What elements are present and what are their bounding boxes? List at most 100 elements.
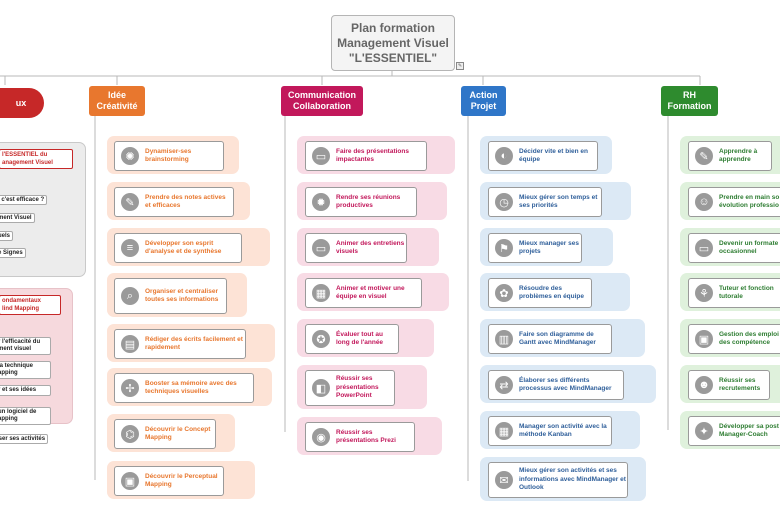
topic-card[interactable]: ✢Booster sa mémoire avec des techniques … xyxy=(114,373,254,403)
topic-card[interactable]: ◷ Mieux gérer son temps et ses priorités xyxy=(488,187,602,217)
branch-communication-line2: Collaboration xyxy=(293,101,351,111)
branch-header-left[interactable]: ux xyxy=(0,88,44,118)
left-rose-group: ondamentaux lind Mapping r l'efficacité … xyxy=(0,288,73,425)
topic-card[interactable]: ▦ Animer et motiver une équipe en visuel xyxy=(305,278,422,308)
topic-label: Rédiger des écrits facilement et rapidem… xyxy=(145,335,243,352)
topic-label: Mieux gérer son temps et ses priorités xyxy=(519,193,598,210)
branch-header-communication[interactable]: Communication Collaboration xyxy=(281,86,363,116)
topic-card[interactable]: ✿Résoudre des problèmes en équipe xyxy=(488,278,592,308)
topic-card[interactable]: ▣Découvrir le Perceptual Mapping xyxy=(114,466,224,496)
concept-map-icon: ⌬ xyxy=(121,425,139,443)
topic-card[interactable]: ⌬ Découvrir le Concept Mapping xyxy=(114,419,216,449)
branch-header-rh[interactable]: RH Formation xyxy=(661,86,718,116)
topic-label: Prendre des notes actives et efficaces xyxy=(145,193,226,210)
topic-card[interactable]: ◐ Décider vite et bien en équipe xyxy=(488,141,598,171)
topic-card[interactable]: ⚑ Mieux manager ses projets xyxy=(488,233,582,263)
note-icon[interactable]: ✎ xyxy=(456,62,464,70)
topic-card[interactable]: ✎Prendre des notes actives et efficaces xyxy=(114,187,234,217)
topic-card[interactable]: ⌕Organiser et centraliser toutes ses inf… xyxy=(114,278,227,314)
clock-icon: ◷ xyxy=(495,193,513,211)
topic-label: Découvrir le Perceptual Mapping xyxy=(145,472,218,489)
topic-label: Développer sa post de Manager-Coach xyxy=(719,422,780,439)
topic-card[interactable]: ✺Dynamiser-ses brainstorming xyxy=(114,141,224,171)
topic-label: Organiser et centraliser toutes ses info… xyxy=(145,287,219,304)
left-gray-item[interactable]: i c'est efficace ? xyxy=(0,195,48,205)
left-rose-item[interactable]: un logiciel de apping xyxy=(0,407,51,425)
topic-card[interactable]: ✪Évaluer tout au long de l'année xyxy=(305,324,399,354)
meeting-icon: ✹ xyxy=(312,193,330,211)
topic-label: Faire des présentations impactantes xyxy=(336,147,409,164)
branch-header-action[interactable]: Action Projet xyxy=(461,86,506,116)
topic-label: Apprendre à apprendre xyxy=(719,147,758,164)
outlook-icon: ✉ xyxy=(495,471,513,489)
topic-label: Découvrir le Concept Mapping xyxy=(145,425,211,442)
topic-card[interactable]: ◧ Réussir ses présentations PowerPoint xyxy=(305,370,395,406)
topic-card[interactable]: ◉ Réussir ses présentations Prezi xyxy=(305,422,415,452)
left-rose-item[interactable]: iser ses activités xyxy=(0,434,49,444)
branch-action-line2: Projet xyxy=(470,101,497,111)
branch-rh-line1: RH xyxy=(683,90,696,100)
topic-card[interactable]: ▭ Devenir un formate occasionnel xyxy=(688,233,780,263)
briefcase-icon: ▣ xyxy=(695,330,713,348)
topic-card[interactable]: ✦ Développer sa post de Manager-Coach xyxy=(688,416,780,446)
topic-label: Faire son diagramme de Gantt avec MindMa… xyxy=(519,330,596,347)
left-gray-title2: anagement Visuel xyxy=(2,160,53,166)
left-rose-title2: lind Mapping xyxy=(2,306,39,312)
topic-card[interactable]: ▭Faire des présentations impactantes xyxy=(305,141,427,171)
list-icon: ≡ xyxy=(121,239,139,257)
network-icon: ✢ xyxy=(121,379,139,397)
topic-label: Réussir ses présentations Prezi xyxy=(336,428,396,445)
topic-label: Gestion des emploi et des compétence xyxy=(719,330,780,347)
prezi-icon: ◉ xyxy=(312,428,330,446)
topic-card[interactable]: ⚘Tuteur et fonction tutorale xyxy=(688,278,780,308)
left-rose-title1: ondamentaux xyxy=(2,298,42,304)
kanban-icon: ▦ xyxy=(495,422,513,440)
root-title-line1: Plan formation xyxy=(350,20,435,35)
document-icon: ▤ xyxy=(121,335,139,353)
interview-icon: ▭ xyxy=(312,239,330,257)
topic-label: Résoudre des problèmes en équipe xyxy=(519,284,585,301)
topic-card[interactable]: ≡Développer son esprit d'analyse et de s… xyxy=(114,233,242,263)
topic-card[interactable]: ▣ Gestion des emploi et des compétence xyxy=(688,324,780,354)
topic-label: Animer et motiver une équipe en visuel xyxy=(336,284,405,301)
topic-card[interactable]: ☻ Réussir ses recrutements xyxy=(688,370,770,400)
project-icon: ⚑ xyxy=(495,239,513,257)
topic-card[interactable]: ✎ Apprendre à apprendre xyxy=(688,141,772,171)
topic-card[interactable]: ▥Faire son diagramme de Gantt avec MindM… xyxy=(488,324,612,354)
topic-label: Réussir ses recrutements xyxy=(719,376,761,393)
topic-card[interactable]: ✹ Rendre ses réunions productives xyxy=(305,187,417,217)
left-rose-item[interactable]: la technique apping xyxy=(0,361,51,379)
branch-idee-line1: Idée xyxy=(107,90,126,100)
left-gray-item[interactable]: e Signes xyxy=(0,248,26,258)
topic-label: Mieux manager ses projets xyxy=(519,239,579,256)
left-gray-item[interactable]: ment Visuel xyxy=(0,213,35,223)
topic-card[interactable]: ⇄Élaborer ses différents processus avec … xyxy=(488,370,624,400)
recruit-icon: ☻ xyxy=(695,376,713,394)
team-board-icon: ▦ xyxy=(312,284,330,302)
powerpoint-icon: ◧ xyxy=(312,379,330,397)
branch-header-idee[interactable]: Idée Créativité xyxy=(89,86,145,116)
learn-icon: ✎ xyxy=(695,147,713,165)
lightbulb-icon: ✺ xyxy=(121,147,139,165)
root-node[interactable]: Plan formation Management Visuel "L'ESSE… xyxy=(331,15,455,71)
topic-card[interactable]: ▤ Rédiger des écrits facilement et rapide… xyxy=(114,329,246,359)
topic-card[interactable]: ☺Prendre en main so évolution professio xyxy=(688,187,780,217)
trainer-icon: ▭ xyxy=(695,239,713,257)
topic-card[interactable]: ✉Mieux gérer son activités et ses inform… xyxy=(488,462,628,498)
left-rose-item[interactable]: r l'efficacité du ment visuel xyxy=(0,337,51,355)
topic-card[interactable]: ▦Manager son activité avec la méthode Ka… xyxy=(488,416,612,446)
left-gray-item[interactable]: uels xyxy=(0,231,14,241)
topic-card[interactable]: ▭Animer des entretiens visuels xyxy=(305,233,407,263)
tutor-icon: ⚘ xyxy=(695,284,713,302)
coach-icon: ✦ xyxy=(695,422,713,440)
topic-label: Décider vite et bien en équipe xyxy=(519,147,588,164)
left-rose-item[interactable]: r et ses idées xyxy=(0,385,51,396)
topic-label: Réussir ses présentations PowerPoint xyxy=(336,375,379,400)
topic-label: Rendre ses réunions productives xyxy=(336,193,401,210)
decision-icon: ◐ xyxy=(495,147,513,165)
topic-label: Évaluer tout au long de l'année xyxy=(336,330,384,347)
process-icon: ⇄ xyxy=(495,376,513,394)
career-icon: ☺ xyxy=(695,193,713,211)
topic-label: Devenir un formate occasionnel xyxy=(719,239,779,256)
